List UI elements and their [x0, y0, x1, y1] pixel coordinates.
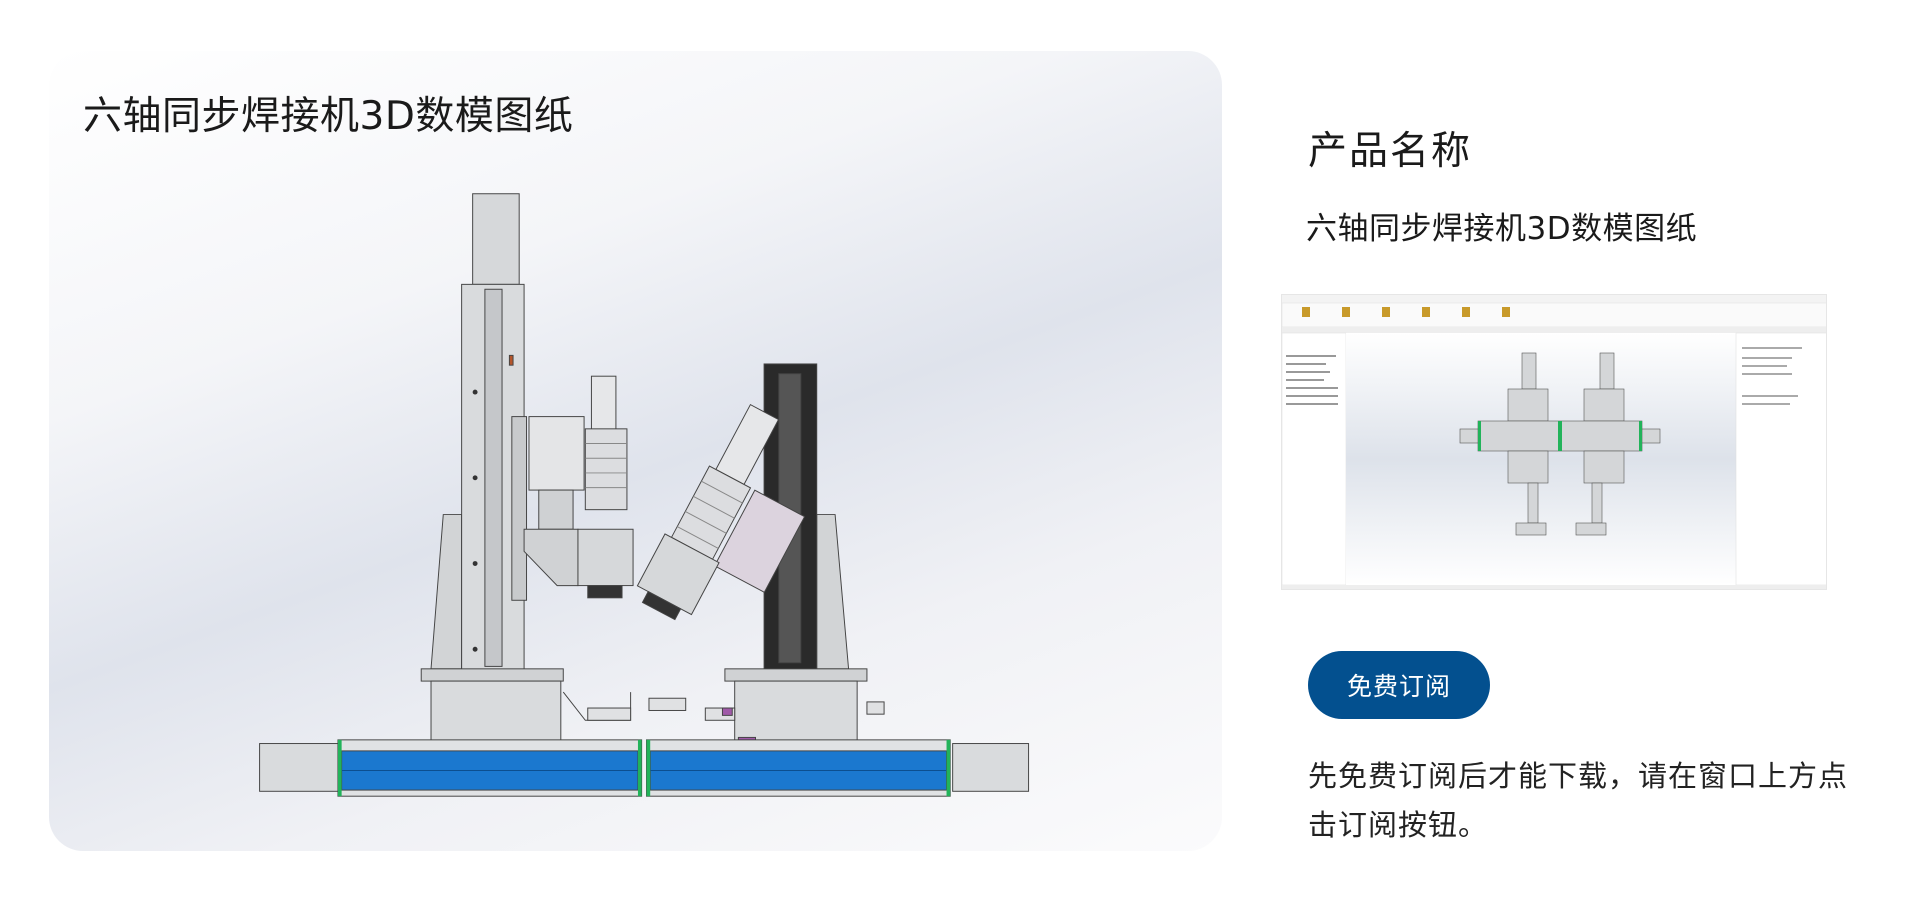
right-base	[734, 680, 858, 743]
right-end-motor	[952, 743, 1030, 792]
cad-screenshot-thumbnail	[1281, 294, 1827, 590]
download-instructions: 先免费订阅后才能下载，请在窗口上方点击订阅按钮。	[1308, 759, 1849, 842]
left-base	[430, 680, 562, 743]
left-motor	[472, 193, 520, 285]
free-subscribe-button[interactable]: 免费订阅	[1308, 651, 1490, 719]
left-gusset	[430, 514, 463, 670]
left-head-box	[528, 416, 585, 491]
left-end-motor	[259, 743, 339, 792]
product-image-card: 六轴同步焊接机3D数模图纸	[49, 51, 1222, 851]
product-name-label: 产品名称	[1308, 129, 1473, 174]
card-title: 六轴同步焊接机3D数模图纸	[83, 94, 574, 139]
product-name-value: 六轴同步焊接机3D数模图纸	[1306, 211, 1698, 247]
